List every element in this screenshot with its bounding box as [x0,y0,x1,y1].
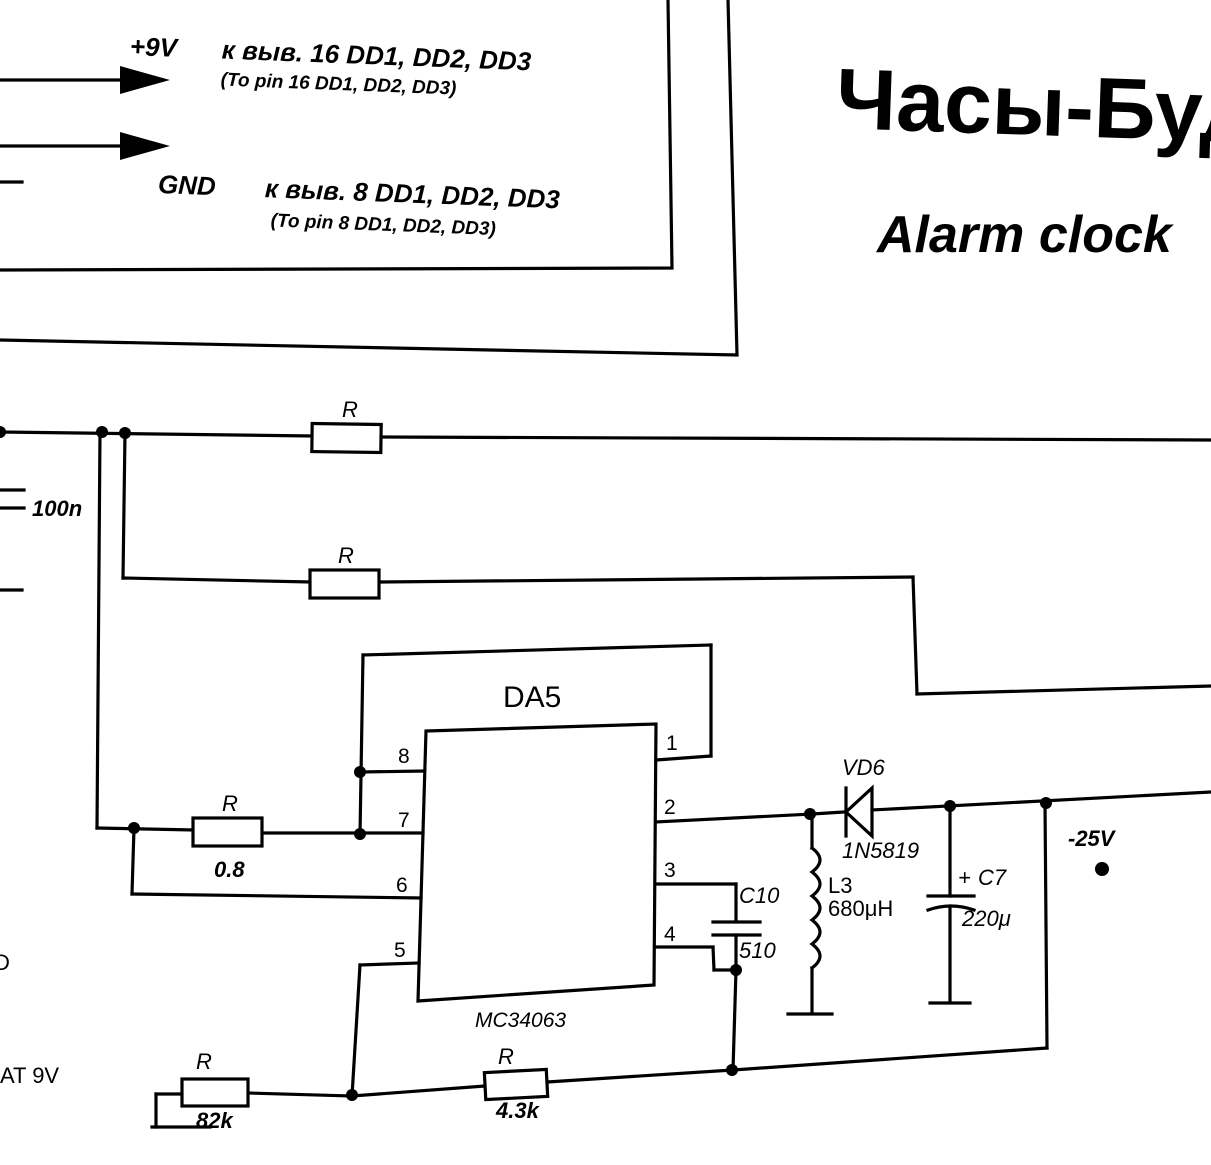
inductor-l3-name: L3 [828,873,852,898]
edge-fragment: D [0,950,10,975]
inductor-l3 [786,812,834,1016]
capacitor-c7-plus: + [958,865,971,890]
top-rail [0,430,1211,830]
junction-inductor [804,808,816,820]
ic-pin-8: 8 [398,745,410,768]
capacitor-c10-value: 510 [739,938,776,963]
capacitor-c7-name: C7 [978,865,1007,890]
resistor-sense-label: R [222,791,238,816]
resistor-4k3-label: R [498,1044,514,1069]
capacitor-c10 [711,920,762,1072]
vcc-label: +9V [129,31,180,63]
junction-sense-1 [128,822,140,834]
junction-feedback-right [726,1064,738,1076]
left-capacitor-value: 100n [32,496,82,521]
resistor-mid-label: R [338,543,354,568]
resistor-mid [308,568,381,600]
resistor-82k [180,1077,250,1108]
ic-pin-4: 4 [664,923,676,946]
ic-part: MC34063 [475,1009,566,1032]
capacitor-c10-name: C10 [739,883,780,908]
resistor-top-label: R [342,397,358,422]
ic-name: DA5 [503,681,561,714]
ic-pin-7: 7 [398,809,410,832]
sense-wire [95,826,195,832]
diode-part: 1N5819 [842,838,919,863]
output-voltage: -25V [1068,826,1117,851]
vcc-note-en: (To pin 16 DD1, DD2, DD3) [220,70,456,100]
capacitor-c7-value: 220μ [961,906,1011,931]
resistor-82k-label: R [196,1049,212,1074]
junction-top-left [0,426,6,438]
gnd-note: к выв. 8 DD1, DD2, DD3 [264,173,561,214]
output-feedback-wire [1043,801,1049,1050]
resistor-82k-value: 82k [196,1108,234,1133]
ic-pin-6: 6 [396,874,408,897]
resistor-sense-value: 0.8 [214,857,245,882]
junction-top-2 [119,427,131,439]
output-terminal [1095,862,1109,876]
ic-pin-5: 5 [394,939,406,962]
ic-pin-2: 2 [664,796,676,819]
resistor-4k3-value: 4.3k [495,1098,541,1123]
resistor-4k3 [482,1067,550,1102]
resistor-top [310,421,383,455]
title-frame [0,0,739,357]
ic-pin-3: 3 [664,859,676,882]
junction-output [1040,797,1052,809]
page-title: Часы-Буд [834,51,1211,162]
page-subtitle: Alarm clock [875,206,1175,264]
gnd-note-en: (To pin 8 DD1, DD2, DD3) [270,210,496,240]
vcc-note: к выв. 16 DD1, DD2, DD3 [221,35,532,77]
resistor-sense [191,816,264,848]
capacitor-c7 [925,803,977,1005]
diode-vd6 [810,784,1211,840]
junction-pin8 [354,766,366,778]
inductor-l3-value: 680μH [828,896,893,921]
junction-top-1 [96,426,108,438]
vcc-arrow [0,66,170,94]
output-return-wire [731,1046,1049,1072]
ic-pin-1: 1 [666,732,678,755]
battery-label: AT 9V [0,1063,59,1088]
junction-feedback [346,1089,358,1101]
gnd-arrow [0,132,170,160]
junction-pin7 [354,828,366,840]
left-capacitor [0,488,26,592]
junction-c7 [944,800,956,812]
diode-name: VD6 [842,755,886,780]
gnd-label: GND [157,169,216,201]
junction-c10 [730,964,742,976]
feedback-network [150,1068,735,1129]
ic-da5 [130,643,814,1098]
